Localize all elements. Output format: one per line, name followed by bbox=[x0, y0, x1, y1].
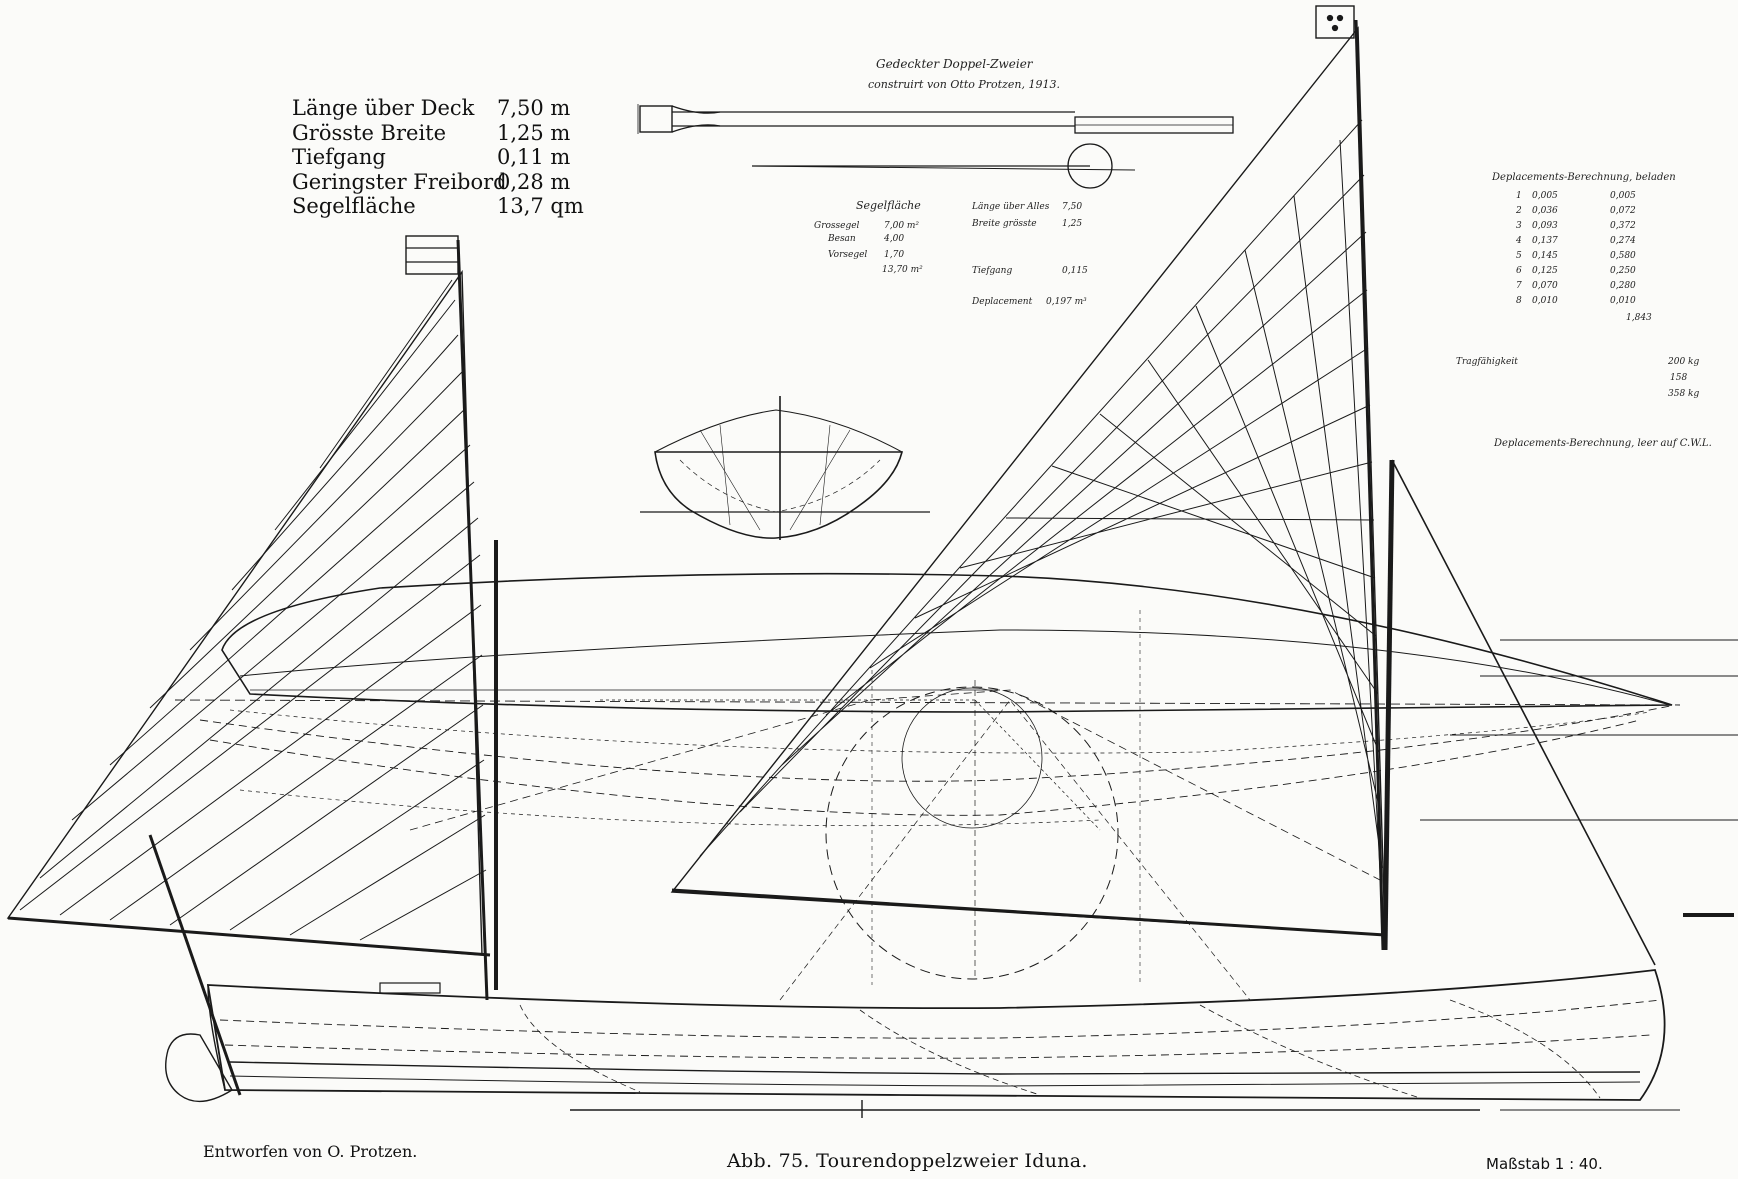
spec-value: 0,11 m bbox=[497, 145, 571, 169]
spec-label: Segelfläche bbox=[292, 194, 416, 218]
sail-area-label: Vorsegel bbox=[828, 250, 867, 260]
displacement-area: 0,010 bbox=[1532, 296, 1558, 306]
spec-row: Geringster Freibord 0,28 m bbox=[292, 170, 584, 195]
spec-value: 0,28 m bbox=[497, 169, 571, 194]
drawing-title: Gedeckter Doppel-Zweier bbox=[876, 57, 1034, 71]
spec-label: Geringster Freibord bbox=[292, 169, 507, 194]
hull-profile-drawing bbox=[148, 834, 1666, 1118]
construction-lines bbox=[409, 610, 1381, 1001]
sail-area-title: Segelfläche bbox=[856, 199, 921, 212]
displacement-area: 0,137 bbox=[1532, 236, 1558, 246]
designer-credit: Entworfen von O. Protzen. bbox=[203, 1142, 418, 1161]
main-data-value: 0,115 bbox=[1062, 266, 1088, 276]
load-capacity-value: 200 kg bbox=[1667, 357, 1699, 367]
displacement-sum: 0,372 bbox=[1610, 221, 1636, 231]
sail-area-label: Besan bbox=[827, 234, 856, 244]
main-data-value: 0,197 m³ bbox=[1046, 297, 1087, 307]
main-data-label: Länge über Alles bbox=[971, 202, 1050, 212]
figure-caption: Abb. 75. Tourendoppelzweier Iduna. bbox=[727, 1150, 1088, 1172]
main-data-label: Breite grösste bbox=[971, 219, 1037, 229]
displacement-sum: 0,280 bbox=[1610, 281, 1636, 291]
sail-area-label: Grossegel bbox=[814, 221, 860, 231]
mizzen-sail bbox=[6, 235, 498, 1001]
sail-area-total: 13,70 m² bbox=[882, 265, 923, 275]
displacement-area: 0,036 bbox=[1532, 206, 1558, 216]
displacement-area: 0,145 bbox=[1532, 251, 1558, 261]
displacement-station: 3 bbox=[1516, 221, 1522, 231]
dimension-marks bbox=[1420, 639, 1738, 1111]
main-data-label: Deplacement bbox=[971, 297, 1033, 307]
displacement-station: 1 bbox=[1516, 191, 1522, 201]
load-capacity-value: 358 kg bbox=[1668, 389, 1699, 399]
main-data-label: Tiefgang bbox=[972, 266, 1012, 276]
displacement-loaded-title: Deplacements-Berechnung, beladen bbox=[1491, 172, 1676, 183]
displacement-sum: 0,005 bbox=[1610, 191, 1636, 201]
drawing-subtitle: construirt von Otto Protzen, 1913. bbox=[868, 78, 1060, 91]
spec-row: Tiefgang 0,11 m bbox=[292, 145, 584, 170]
spec-value: 13,7 qm bbox=[497, 194, 584, 218]
displacement-station: 8 bbox=[1516, 296, 1522, 306]
main-dimensions: Länge über Deck 7,50 m Grösste Breite 1,… bbox=[292, 96, 584, 219]
spec-row: Segelfläche 13,7 qm bbox=[292, 194, 584, 219]
load-capacity-value: 158 bbox=[1670, 373, 1687, 383]
scale-label: Maßstab 1 : 40. bbox=[1486, 1155, 1603, 1173]
spec-label: Grösste Breite bbox=[292, 120, 447, 145]
sail-area-value: 7,00 m² bbox=[884, 221, 919, 231]
sail-area-value: 4,00 bbox=[883, 234, 904, 244]
displacement-area: 0,093 bbox=[1532, 221, 1558, 231]
sail-area-value: 1,70 bbox=[884, 250, 904, 260]
cross-section-drawing bbox=[640, 396, 930, 540]
main-sail bbox=[670, 5, 1656, 966]
displacement-area: 0,005 bbox=[1532, 191, 1558, 201]
main-data-value: 1,25 bbox=[1062, 219, 1082, 229]
spec-label: Länge über Deck bbox=[292, 96, 475, 120]
displacement-sum: 0,250 bbox=[1610, 266, 1636, 276]
displacement-station: 2 bbox=[1515, 206, 1522, 216]
oar-drawing bbox=[637, 104, 1234, 189]
spec-row: Grösste Breite 1,25 m bbox=[292, 121, 584, 146]
displacement-sum: 0,010 bbox=[1610, 296, 1636, 306]
main-data-value: 7,50 bbox=[1062, 202, 1082, 212]
displacement-station: 7 bbox=[1516, 281, 1522, 291]
displacement-area: 0,070 bbox=[1532, 281, 1558, 291]
displacement-sum: 0,072 bbox=[1610, 206, 1636, 216]
displacement-total: 1,843 bbox=[1626, 313, 1652, 323]
spec-value: 1,25 m bbox=[497, 120, 571, 145]
load-capacity-label: Tragfähigkeit bbox=[1456, 357, 1518, 367]
spec-label: Tiefgang bbox=[292, 145, 386, 169]
displacement-station: 5 bbox=[1516, 251, 1522, 261]
spec-row: Länge über Deck 7,50 m bbox=[292, 96, 584, 121]
spec-value: 7,50 m bbox=[497, 96, 571, 120]
displacement-station: 6 bbox=[1516, 266, 1522, 276]
displacement-sum: 0,580 bbox=[1610, 251, 1636, 261]
deck-plan-drawing bbox=[174, 572, 1681, 827]
displacement-empty-title: Deplacements-Berechnung, leer auf C.W.L. bbox=[1493, 438, 1712, 449]
displacement-station: 4 bbox=[1515, 236, 1522, 246]
displacement-area: 0,125 bbox=[1532, 266, 1558, 276]
displacement-sum: 0,274 bbox=[1610, 236, 1636, 246]
